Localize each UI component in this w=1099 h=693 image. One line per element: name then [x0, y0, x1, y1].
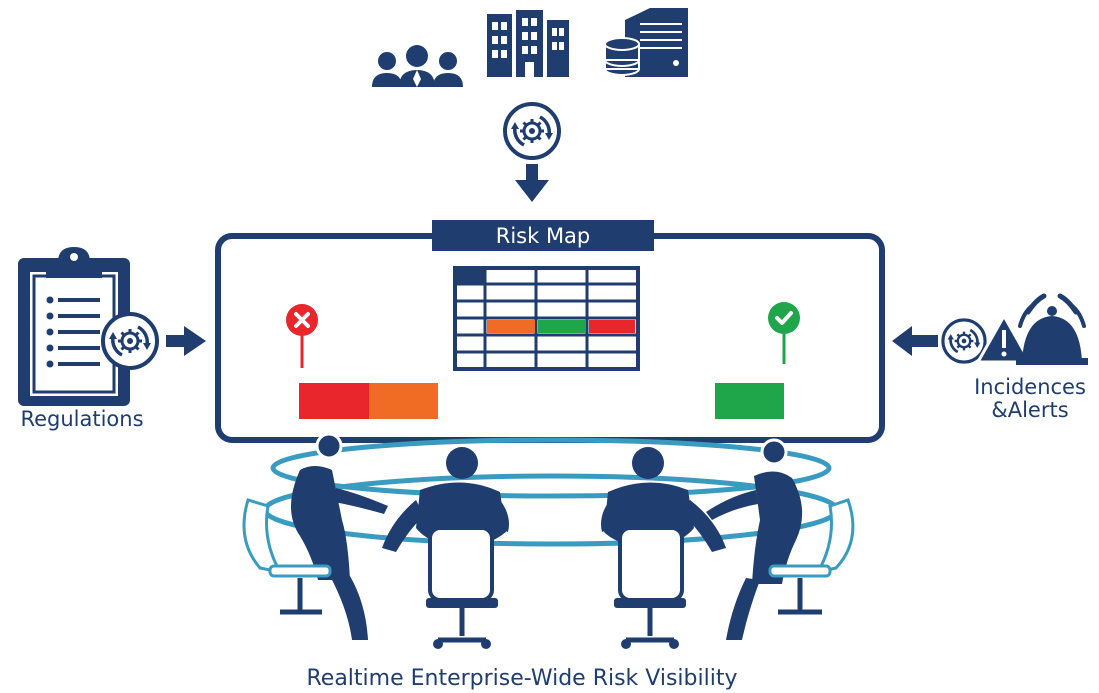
left-arrow-icon: [892, 326, 938, 356]
person-3: [601, 447, 726, 649]
alerts-label: &Alerts: [991, 398, 1068, 422]
risk-map-title: Risk Map: [496, 224, 591, 248]
building-icon: [487, 10, 569, 77]
footer-caption: Realtime Enterprise-Wide Risk Visibility: [306, 666, 737, 691]
pass-pin: [768, 302, 800, 364]
warning-icon: [976, 314, 1032, 364]
server-database-icon: [604, 8, 688, 77]
risk-bar-red: [299, 383, 369, 419]
incidences-label: Incidences: [974, 375, 1086, 399]
person-2: [382, 447, 509, 649]
board-connector-dots: [315, 432, 788, 466]
person-4: [706, 440, 855, 640]
risk-bar-green: [715, 383, 784, 419]
right-arrow-icon: [166, 326, 206, 356]
grid-cell-orange: [487, 320, 535, 333]
gear-cycle-icon: [941, 318, 987, 364]
people-icon: [372, 45, 463, 87]
check-icon: [775, 311, 793, 325]
gear-cycle-icon: [503, 102, 561, 160]
regulations-label: Regulations: [20, 407, 143, 431]
down-arrow-icon: [515, 164, 549, 202]
alarm-bell-icon: [1016, 293, 1088, 365]
risk-map-title-tab: [432, 220, 654, 251]
x-icon: [294, 312, 310, 328]
grid-cell-green: [538, 320, 586, 333]
risk-bar-orange: [369, 383, 438, 419]
fail-pin: [286, 304, 318, 368]
gear-cycle-icon: [101, 312, 159, 370]
grid-cell-red: [589, 320, 635, 333]
risk-grid: [453, 266, 640, 371]
